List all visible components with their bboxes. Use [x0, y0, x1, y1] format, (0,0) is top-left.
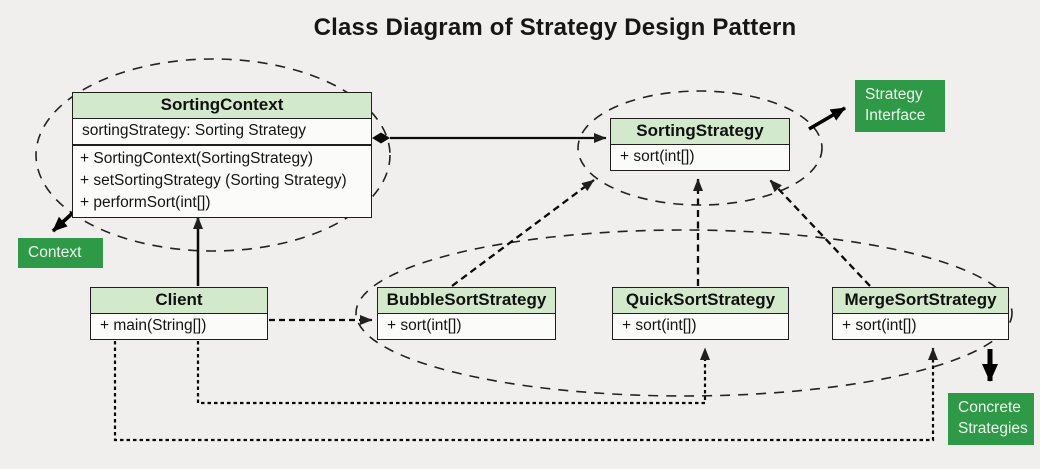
composition-diamond	[372, 132, 390, 144]
realization-mergesort-sortingstrategy	[769, 179, 871, 287]
method-sortingcontext-constructor: + SortingContext(SortingStrategy)	[80, 150, 314, 167]
class-name-mergesortstrategy: MergeSortStrategy	[833, 288, 1008, 314]
method-mergesort-sort: + sort(int[])	[842, 317, 917, 334]
concrete-strategies-group-ellipse	[355, 229, 1013, 397]
label-concrete-strategies-line1: Concrete	[958, 399, 1021, 416]
attribute-sortingstrategy: sortingStrategy: Sorting Strategy	[73, 119, 371, 146]
label-strategy-interface: Strategy Interface	[855, 80, 945, 132]
label-concrete-strategies: Concrete Strategies	[948, 393, 1034, 445]
label-strategy-interface-line2: Interface	[865, 107, 926, 125]
diagram-title: Class Diagram of Strategy Design Pattern	[313, 14, 797, 41]
context-group-ellipse	[35, 58, 391, 252]
dependency-client-mergesort	[113, 341, 938, 442]
class-box-quicksortstrategy: QuickSortStrategy + sort(int[])	[612, 287, 789, 340]
label-strategy-interface-line1: Strategy	[865, 86, 923, 103]
class-name-bubblesortstrategy: BubbleSortStrategy	[378, 288, 555, 314]
method-bubblesort-sort: + sort(int[])	[387, 317, 462, 334]
method-client-main: + main(String[])	[100, 317, 207, 334]
annotation-arrow-strategy-interface	[808, 106, 846, 131]
method-sortingstrategy-sort: + sort(int[])	[620, 148, 695, 165]
method-performsort: + performSort(int[])	[80, 194, 211, 211]
method-quicksort-sort: + sort(int[])	[622, 317, 697, 334]
method-setsortingstrategy: + setSortingStrategy (Sorting Strategy)	[80, 172, 347, 189]
class-name-sortingstrategy: SortingStrategy	[611, 119, 789, 145]
class-box-mergesortstrategy: MergeSortStrategy + sort(int[])	[832, 287, 1009, 340]
label-context-text: Context	[28, 244, 82, 261]
class-box-sortingcontext: SortingContext sortingStrategy: Sorting …	[72, 92, 372, 218]
strategy-interface-group-ellipse	[577, 90, 823, 206]
class-box-sortingstrategy: SortingStrategy + sort(int[])	[610, 118, 790, 171]
class-name-quicksortstrategy: QuickSortStrategy	[613, 288, 788, 314]
class-box-client: Client + main(String[])	[90, 287, 268, 340]
label-concrete-strategies-line2: Strategies	[958, 420, 1028, 438]
realization-bubblesort-sortingstrategy	[451, 179, 595, 287]
dependency-client-quicksort	[196, 341, 710, 405]
label-context: Context	[18, 238, 103, 269]
class-name-client: Client	[91, 288, 267, 314]
class-box-bubblesortstrategy: BubbleSortStrategy + sort(int[])	[377, 287, 556, 340]
class-name-sortingcontext: SortingContext	[73, 93, 371, 119]
